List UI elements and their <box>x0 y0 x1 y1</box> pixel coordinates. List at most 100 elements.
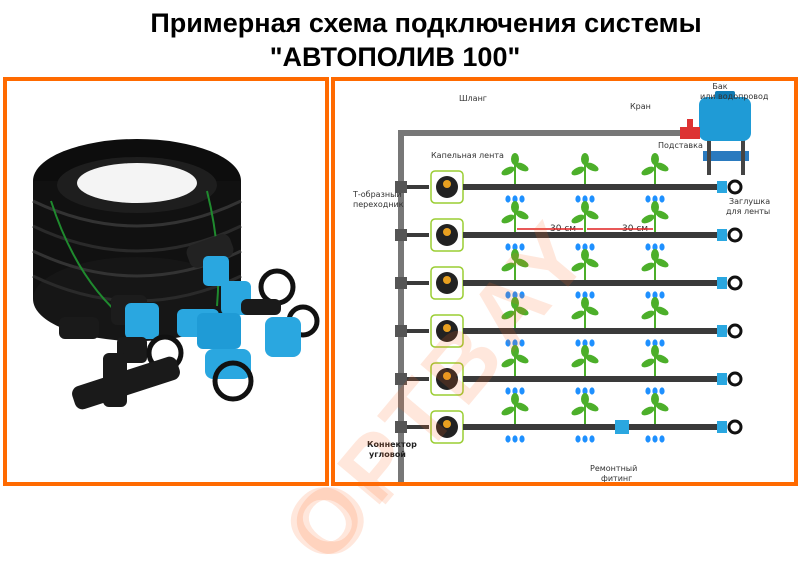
water-drop <box>645 339 651 347</box>
water-drop <box>512 435 518 443</box>
water-drop <box>582 435 588 443</box>
drip-tape-line <box>463 280 727 286</box>
tee-connector <box>395 421 407 433</box>
drip-tape-line <box>463 328 727 334</box>
plant-top <box>511 249 519 261</box>
repair-label-2: фитинг <box>601 474 632 482</box>
water-drop <box>505 195 511 203</box>
plant-top <box>511 345 519 357</box>
plant-top <box>581 153 589 165</box>
plant-leaf <box>501 166 515 176</box>
water-drop <box>589 243 595 251</box>
tank-label-1: Бак <box>712 82 727 91</box>
water-drop <box>575 291 581 299</box>
connection-diagram-frame: Бак или водопровод Шланг Кран Подставка … <box>269 77 798 581</box>
plant-top <box>651 297 659 309</box>
plug-ring <box>727 371 743 387</box>
product-photo <box>32 139 320 410</box>
water-drop <box>512 387 518 395</box>
plant-leaf <box>515 354 529 364</box>
plant-leaf <box>585 162 599 172</box>
water-drop <box>659 339 665 347</box>
plant-top <box>581 297 589 309</box>
water-drop <box>589 435 595 443</box>
water-drop <box>645 435 651 443</box>
tape-coil-hub <box>443 276 451 284</box>
plug-label-2: для ленты <box>726 207 770 216</box>
water-drop <box>519 387 525 395</box>
plant-leaf <box>501 262 515 272</box>
water-drop <box>575 339 581 347</box>
plug-label-1: Заглушка <box>729 197 770 206</box>
water-drop <box>505 339 511 347</box>
water-drop <box>652 387 658 395</box>
feed-tube <box>407 377 429 381</box>
plant-leaf <box>571 262 585 272</box>
connector-label-1: Коннектор <box>367 440 417 449</box>
plant-leaf <box>515 258 529 268</box>
plug-fitting <box>717 277 727 289</box>
plant-leaf <box>515 210 529 220</box>
water-drop <box>512 291 518 299</box>
plant-leaf <box>655 354 669 364</box>
plant-leaf <box>641 262 655 272</box>
water-drop <box>582 195 588 203</box>
tee-connector <box>395 325 407 337</box>
plug-ring <box>727 323 743 339</box>
water-drop <box>512 339 518 347</box>
water-drop <box>659 243 665 251</box>
plug-fitting <box>717 421 727 433</box>
water-drop <box>652 339 658 347</box>
drip-tape-line <box>463 376 727 382</box>
water-drop <box>652 435 658 443</box>
water-drop <box>505 243 511 251</box>
plant-top <box>581 201 589 213</box>
plug-ring <box>727 227 743 243</box>
plant-leaf <box>655 210 669 220</box>
hose-label: Шланг <box>459 94 487 103</box>
plant-top <box>651 153 659 165</box>
drip-tape-label: Капельная лента <box>431 151 504 160</box>
tee-connector <box>395 229 407 241</box>
water-drop <box>575 243 581 251</box>
page-title-line-1: Примерная схема подключения системы <box>150 8 702 38</box>
water-drop <box>659 291 665 299</box>
water-drop <box>652 291 658 299</box>
plant-leaf <box>641 358 655 368</box>
plant-leaf <box>501 214 515 224</box>
plant-leaf <box>571 214 585 224</box>
stand-label: Подставка <box>658 141 703 150</box>
plant-leaf <box>655 402 669 412</box>
plant-top <box>511 393 519 405</box>
connector-label-2: угловой <box>369 450 406 459</box>
plant-top <box>651 345 659 357</box>
plant-leaf <box>515 402 529 412</box>
plug-ring <box>727 419 743 435</box>
water-drop <box>582 243 588 251</box>
water-drop <box>575 387 581 395</box>
tee-connector <box>395 181 407 193</box>
plug-fitting <box>717 325 727 337</box>
plug-ring <box>727 179 743 195</box>
water-drop <box>512 243 518 251</box>
tee-label-1: Т-образный <box>352 190 402 199</box>
water-drop <box>519 243 525 251</box>
water-drop <box>589 291 595 299</box>
water-drop <box>659 387 665 395</box>
water-drop <box>589 195 595 203</box>
tee-connector <box>395 277 407 289</box>
plant-top <box>581 393 589 405</box>
plant-leaf <box>501 358 515 368</box>
repair-label-1: Ремонтный <box>590 464 637 473</box>
plant-top <box>651 393 659 405</box>
plant-leaf <box>585 258 599 268</box>
plug-fitting <box>717 229 727 241</box>
tape-coil-hub <box>443 228 451 236</box>
water-drop <box>589 387 595 395</box>
drip-tape-line <box>463 424 727 430</box>
plant-leaf <box>501 310 515 320</box>
water-drop <box>582 291 588 299</box>
plant-leaf <box>655 162 669 172</box>
water-drop <box>512 195 518 203</box>
water-drop <box>645 195 651 203</box>
